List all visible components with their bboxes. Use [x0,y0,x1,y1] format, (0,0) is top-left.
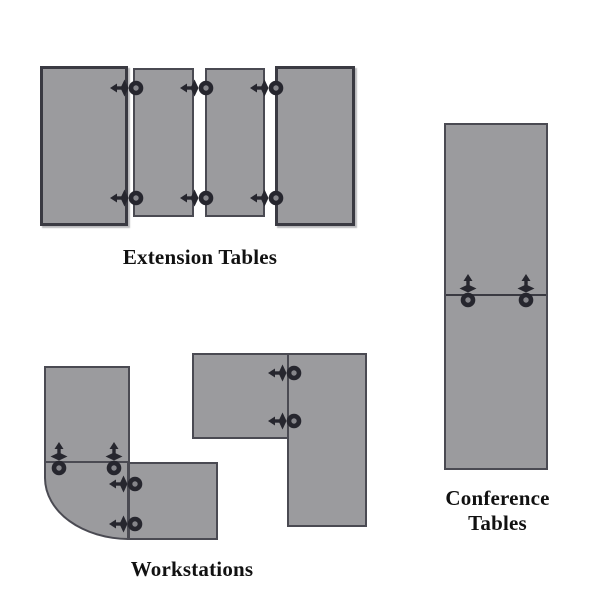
connector-icon [110,189,144,207]
connector-icon [517,274,535,308]
workstations-label: Workstations [130,557,254,581]
workstation-corner-right-rect [128,462,218,540]
connector-icon [180,79,214,97]
connector-icon [110,79,144,97]
extension-strip-1 [133,68,194,217]
extension-end-table-left [40,66,128,226]
workstation-l-right-rect [287,353,367,527]
extension-end-table-right [275,66,355,226]
conference-label-line2: Tables [468,511,527,535]
connector-icon [109,475,143,493]
connector-icon [268,364,302,382]
connector-icon [180,189,214,207]
extension-strip-2 [205,68,265,217]
connector-icon [250,79,284,97]
connector-icon [459,274,477,308]
connector-icon [250,189,284,207]
connector-icon [50,442,68,476]
conference-tables-label: Conference Tables [420,486,575,536]
conference-label-line1: Conference [445,486,550,510]
extension-tables-label: Extension Tables [122,245,278,269]
connector-icon [109,515,143,533]
conference-table-divider [446,294,546,296]
connector-icon [268,412,302,430]
